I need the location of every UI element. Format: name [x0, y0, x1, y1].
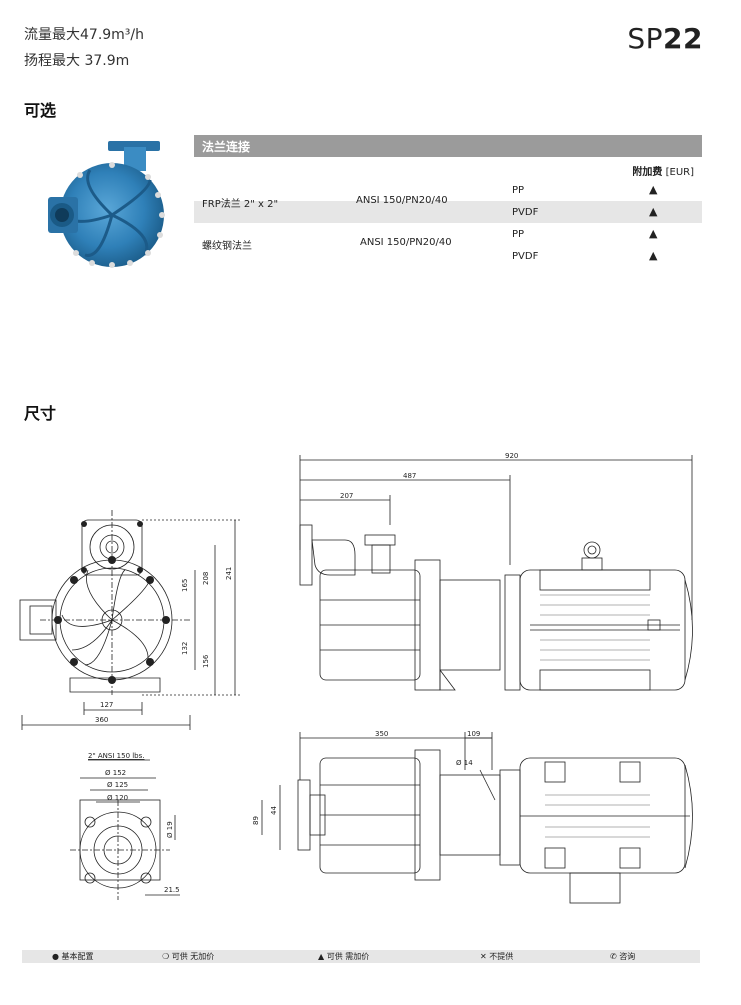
surcharge-mark: ▲: [649, 249, 658, 262]
table-header: 法兰连接: [194, 135, 702, 157]
dim-109: 109: [467, 730, 480, 738]
flange-view: [70, 759, 180, 900]
legend-consult: ✆ 咨询: [610, 952, 636, 961]
dim-132: 132: [181, 642, 189, 655]
dimension-drawing: 127 360 165 208 241 132 156 920 487 207 …: [19, 452, 693, 904]
dim-d19: Ø 19: [166, 821, 174, 838]
legend-free: ❍ 可供 无加价: [162, 952, 215, 961]
dim-d125: Ø 125: [107, 781, 128, 789]
dim-d14: Ø 14: [456, 759, 473, 767]
flange-group-threaded: 螺纹钢法兰 ANSI 150/PN20/40 PP ▲ PVDF ▲: [194, 223, 702, 267]
table-subheader: 附加费 [EUR]: [194, 157, 702, 179]
table-row: PP ▲: [512, 183, 658, 196]
table-row: PVDF ▲: [512, 249, 658, 262]
model-name: SP22: [627, 22, 703, 55]
group-standard: ANSI 150/PN20/40: [356, 195, 448, 206]
legend-not-available: ✕ 不提供: [480, 952, 514, 961]
dim-920: 920: [505, 452, 518, 460]
dim-165: 165: [181, 579, 189, 592]
flange-group-frp: FRP法兰 2" x 2" ANSI 150/PN20/40 PP ▲ PVDF…: [194, 179, 702, 223]
side-view: [299, 455, 693, 691]
legend-bar: ● 基本配置 ❍ 可供 无加价 ▲ 可供 需加价 ✕ 不提供 ✆ 咨询: [22, 950, 700, 963]
pump-photo: [48, 141, 165, 268]
group-standard: ANSI 150/PN20/40: [360, 237, 452, 248]
dim-360: 360: [95, 716, 108, 724]
dim-156: 156: [202, 654, 210, 668]
dim-d120: Ø 120: [107, 794, 128, 802]
dim-127: 127: [100, 701, 113, 709]
surcharge-label: 附加费 [EUR]: [632, 167, 694, 178]
legend-surcharge: ▲ 可供 需加价: [318, 952, 370, 961]
dim-207: 207: [340, 492, 353, 500]
top-view: [261, 732, 693, 904]
dim-487: 487: [403, 472, 416, 480]
dim-241: 241: [225, 567, 233, 580]
front-view: [19, 510, 190, 695]
max-head: 扬程最大 37.9m: [24, 53, 130, 69]
dim-21-5: 21.5: [164, 886, 180, 894]
dim-89: 89: [252, 816, 260, 825]
flange-title: 2" ANSI 150 lbs.: [88, 752, 145, 760]
surcharge-mark: ▲: [649, 183, 658, 196]
legend-standard: ● 基本配置: [52, 952, 94, 961]
table-row: PP ▲: [512, 227, 658, 240]
surcharge-mark: ▲: [649, 205, 658, 218]
options-heading: 可选: [24, 101, 57, 120]
table-row: PVDF ▲: [194, 201, 702, 223]
group-name: 螺纹钢法兰: [202, 241, 252, 252]
max-flow: 流量最大47.9m³/h: [24, 27, 145, 43]
dim-44: 44: [270, 806, 278, 815]
dimensions-heading: 尺寸: [24, 404, 57, 423]
flange-options-table: 法兰连接 附加费 [EUR] FRP法兰 2" x 2" ANSI 150/PN…: [194, 135, 702, 267]
dim-d152: Ø 152: [105, 769, 126, 777]
dim-350: 350: [375, 730, 388, 738]
surcharge-mark: ▲: [649, 227, 658, 240]
group-name: FRP法兰 2" x 2": [202, 199, 279, 210]
dim-208: 208: [202, 572, 210, 585]
